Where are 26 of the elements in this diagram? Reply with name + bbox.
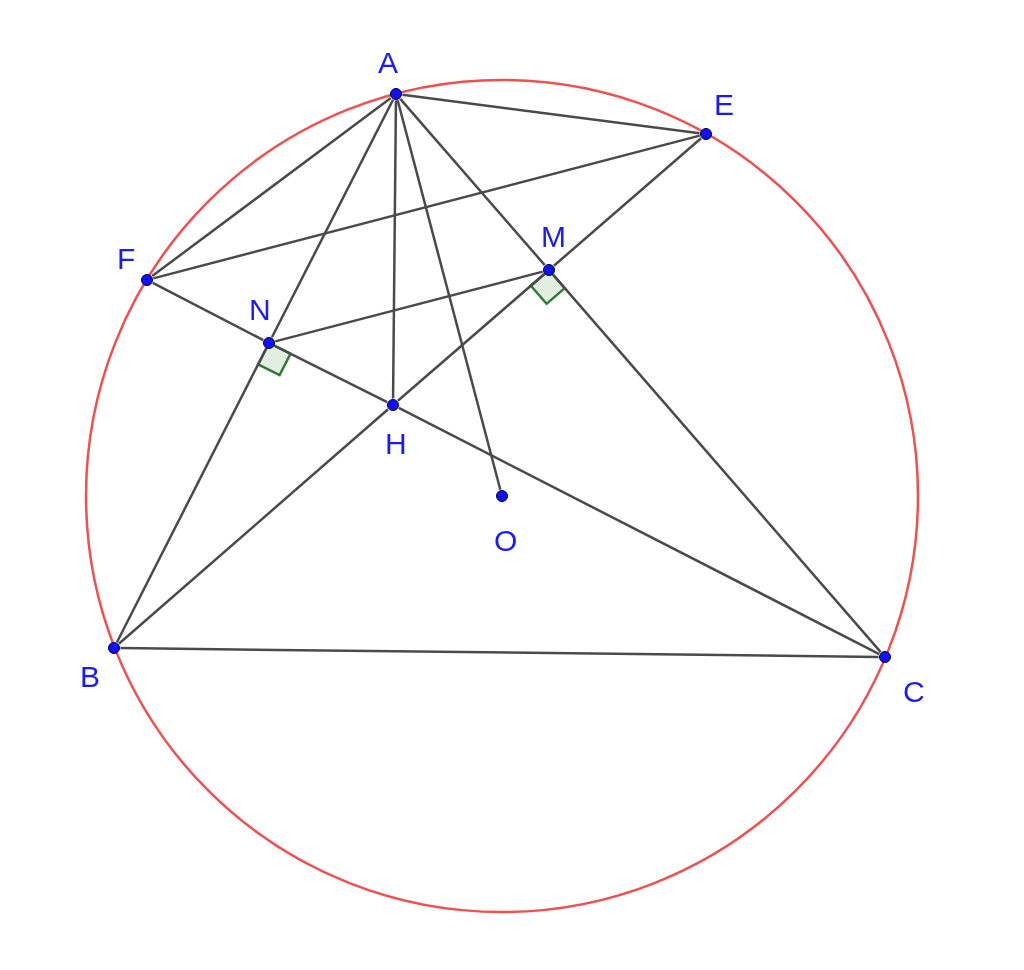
line-segment (118, 408, 389, 645)
line-segment (397, 273, 545, 402)
point-label: N (249, 295, 271, 325)
line-segment (391, 100, 398, 399)
line-segment (152, 134, 701, 280)
line-segment (396, 99, 502, 491)
line-segment (270, 99, 395, 338)
line-segment (398, 406, 880, 656)
line-segment (115, 348, 268, 643)
point-label: C (903, 677, 925, 707)
line-segment (399, 98, 546, 266)
line-segment (402, 93, 700, 135)
point-label: E (714, 90, 734, 120)
point-label: A (378, 48, 398, 78)
point-label: F (117, 244, 136, 274)
point-label: M (541, 222, 566, 252)
point-label: O (494, 526, 518, 556)
line-segment (120, 646, 879, 659)
point-label: H (385, 429, 407, 459)
line-segment (274, 270, 544, 343)
line-segment (552, 274, 882, 653)
point-label: B (80, 662, 100, 692)
line-segment (553, 137, 702, 267)
line-segment (152, 281, 264, 342)
line-segment (151, 96, 392, 278)
line-segment (274, 344, 388, 404)
